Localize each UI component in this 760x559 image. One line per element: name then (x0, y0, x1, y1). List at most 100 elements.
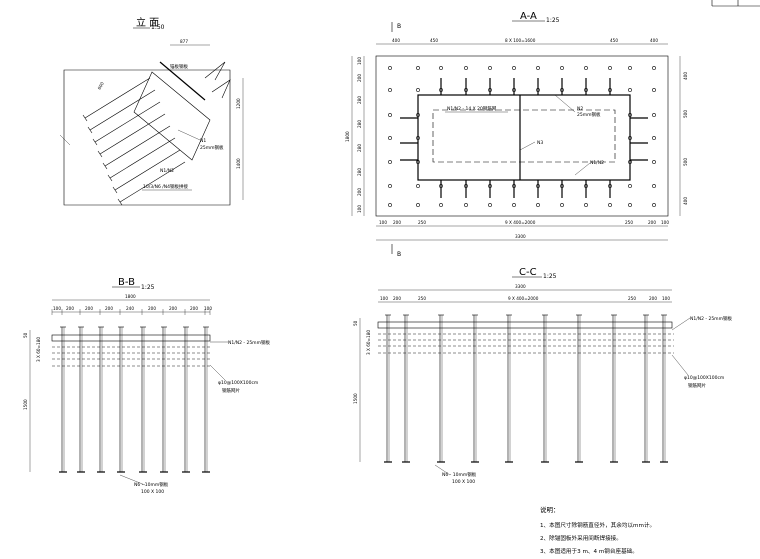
svg-text:100: 100 (357, 205, 362, 213)
bolt-hole (416, 113, 420, 117)
aa-scale: 1:25 (546, 17, 560, 24)
elevation-label-plate: 25mm钢板 (200, 144, 224, 151)
svg-text:450: 450 (430, 38, 438, 43)
bolt-hole (488, 203, 492, 207)
elevation-label-splice: 10/3/N6 /N4钢板拼接 (143, 183, 189, 190)
svg-text:200: 200 (357, 188, 362, 196)
elevation-dim-1200: 1200 (236, 98, 241, 109)
rod-end-plate (92, 138, 98, 146)
bb-side-180: 3 X 60=180 (36, 337, 41, 362)
bolt-hole (628, 136, 632, 140)
svg-text:280: 280 (357, 120, 362, 128)
bolt-hole (652, 136, 656, 140)
aa-right-dims: 400 500 500 400 (683, 72, 688, 205)
bb-label-plate: N1/N2 - 25mm钢板 (228, 339, 270, 346)
rod-end-plate (87, 126, 93, 134)
bolt-hole (388, 88, 392, 92)
svg-text:8 X 100=1600: 8 X 100=1600 (505, 38, 536, 43)
cc-title: C-C (519, 267, 537, 278)
notes-heading: 说明： (540, 505, 560, 514)
svg-text:250: 250 (418, 296, 426, 301)
bolt-hole (628, 88, 632, 92)
cc-scale: 1:25 (543, 273, 557, 280)
cc-side-50: 50 (353, 320, 358, 326)
svg-text:200: 200 (648, 220, 656, 225)
bolt-hole (388, 66, 392, 70)
bb-label-size: 100 X 100 (141, 489, 164, 495)
elevation-label-anchor: 锚板钢板 (170, 63, 188, 70)
svg-text:250: 250 (625, 220, 633, 225)
bb-title: B-B (118, 277, 135, 288)
anchor-rod (89, 89, 156, 131)
bb-dim-value: 200 (169, 306, 177, 311)
svg-text:280: 280 (357, 144, 362, 152)
bolt-hole (584, 203, 588, 207)
base-block (63, 69, 231, 206)
elevation-view: 立 面 1:50 877 1200 1400 600 N1 25mm钢板 N1/… (59, 16, 244, 206)
aa-label-n3: N3 (537, 140, 543, 146)
aa-top-dims: 400 450 8 X 100=1600 450 400 (392, 38, 658, 43)
svg-text:100: 100 (662, 296, 670, 301)
bolt-hole (608, 203, 612, 207)
aa-label-plate: 25mm钢板 (577, 111, 601, 118)
svg-text:100: 100 (661, 220, 669, 225)
anchor-rod (99, 113, 166, 155)
note-3: 3、本图适用于3 m、4 m钢台座基础。 (540, 547, 638, 555)
aa-base-plate (375, 55, 669, 217)
cc-label-base-plate: N6 - 10mm钢板 (442, 471, 477, 478)
rod-end-plate (107, 174, 113, 182)
cc-side-1500: 1500 (353, 393, 358, 404)
svg-text:9 X 400=2000: 9 X 400=2000 (508, 296, 539, 301)
bolt-hole (584, 66, 588, 70)
svg-text:450: 450 (610, 38, 618, 43)
svg-text:200: 200 (393, 220, 401, 225)
bb-label-base-plate: N6 - 10mm钢板 (134, 481, 169, 488)
bolt-hole (628, 113, 632, 117)
cc-dims: 100 200 250 9 X 400=2000 250 200 100 (380, 296, 670, 301)
svg-text:500: 500 (683, 158, 688, 166)
bolt-hole (628, 203, 632, 207)
bolt-hole (388, 184, 392, 188)
svg-text:400: 400 (683, 197, 688, 205)
bolt-hole (512, 66, 516, 70)
anchor-rod (109, 137, 176, 179)
anchor-rod (94, 101, 161, 143)
svg-text:9 X 400=2000: 9 X 400=2000 (505, 220, 536, 225)
notes-block: 说明： 1、本图尺寸除钢筋直径外，其余均以mm计。 2、除锚固板外采用间断焊接接… (540, 505, 655, 555)
anchor-rod (114, 149, 181, 191)
elevation-label-n1n2: N1/N2 (160, 168, 174, 174)
elevation-dim-600: 600 (97, 81, 105, 91)
svg-text:250: 250 (418, 220, 426, 225)
svg-text:400: 400 (650, 38, 658, 43)
svg-text:400: 400 (683, 72, 688, 80)
bolt-hole (652, 203, 656, 207)
bolt-hole (464, 203, 468, 207)
rod-end-plate (97, 150, 103, 158)
bolt-hole (512, 203, 516, 207)
cc-label-mesh: φ10@100X100cm (684, 375, 724, 381)
anchor-frame (133, 71, 211, 161)
elevation-label-n1: N1 (200, 138, 206, 144)
bolt-hole (652, 88, 656, 92)
aa-bolt-holes (388, 66, 656, 207)
cc-label-plate: N1/N2 - 25mm钢板 (690, 315, 732, 322)
bolt-hole (652, 66, 656, 70)
bolt-hole (416, 203, 420, 207)
rod-end-plate (112, 186, 118, 194)
bolt-hole (439, 66, 443, 70)
anchor-rod (84, 77, 151, 119)
bb-dim-value: 100 (53, 306, 61, 311)
svg-text:250: 250 (628, 296, 636, 301)
bolt-hole (652, 184, 656, 188)
bb-mesh-layers (52, 346, 212, 367)
anchor-rods (82, 77, 186, 206)
svg-text:400: 400 (392, 38, 400, 43)
aa-title: A-A (520, 11, 537, 22)
bolt-hole (416, 66, 420, 70)
bb-side-50: 50 (23, 332, 28, 338)
elevation-dim-877: 877 (180, 39, 188, 44)
bb-dim-value: 100 (204, 306, 212, 311)
aa-total-width: 3300 (515, 234, 526, 239)
